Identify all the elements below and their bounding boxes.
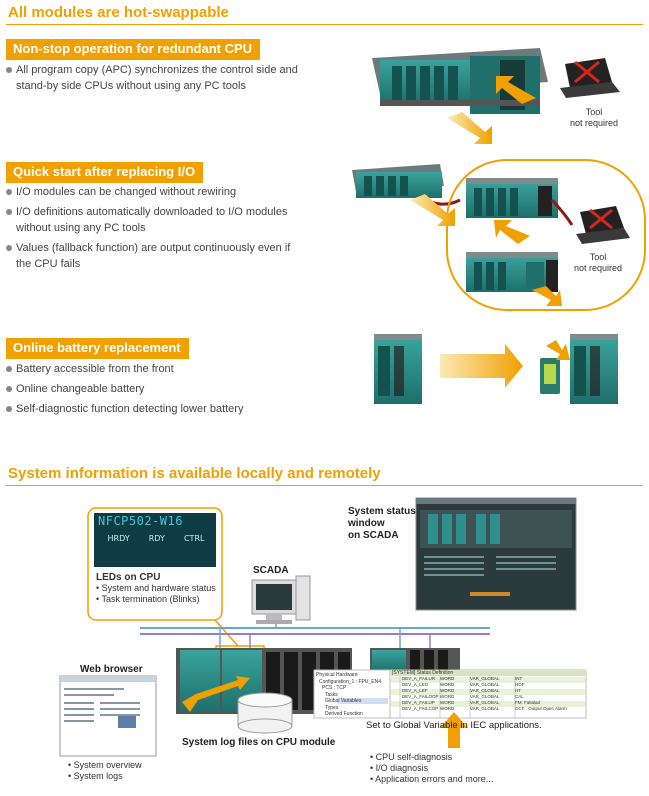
diag-item: • CPU self-diagnosis: [370, 752, 453, 762]
arrow-into-callout: [410, 194, 455, 226]
leds-item: • Task termination (Blinks): [96, 594, 200, 604]
bullet-list-non-stop: All program copy (APC) synchronizes the …: [6, 62, 306, 98]
scada-computer-icon: [251, 575, 311, 624]
web-browser-window: [59, 675, 157, 757]
leds-title: LEDs on CPU: [96, 572, 161, 583]
io-rack-upper: [466, 178, 574, 226]
diagnostics-list: • CPU self-diagnosis • I/O diagnosis • A…: [370, 752, 530, 785]
bullet-item: Values (fallback function) are output co…: [6, 240, 306, 272]
cpu-module-right: [570, 334, 618, 404]
bullet-item: All program copy (APC) synchronizes the …: [6, 62, 306, 94]
log-files-label: System log files on CPU module: [182, 737, 336, 748]
arrow-battery-up: [546, 340, 570, 360]
io-rack-lower: [466, 252, 558, 292]
arrow-battery-right: [440, 344, 523, 388]
iec-tree: Physical Hardware Configuration_1 : FPU_…: [316, 672, 388, 718]
tree-item[interactable]: PCS : TCP: [322, 685, 347, 691]
cpu-module-left: [374, 334, 422, 404]
web-browser-items: • System overview • System logs: [68, 760, 178, 782]
callout-oval: [446, 159, 646, 311]
scada-status-window: [415, 497, 577, 611]
arrow-down-callout: [532, 286, 562, 306]
tag-quick-start: Quick start after replacing I/O: [6, 162, 204, 183]
tree-item[interactable]: Derived Function: [325, 711, 363, 717]
iec-table-header: [SYSTEM] Status Definition: [392, 670, 454, 676]
laptop-crossed-icon: [560, 58, 620, 98]
web-browser-item: • System logs: [68, 771, 123, 781]
arrow-up-diagnostics: [440, 712, 468, 748]
laptop-crossed-icon-2: [576, 206, 630, 244]
bullet-item: Self-diagnostic function detecting lower…: [6, 401, 306, 417]
leds-item: • System and hardware status: [96, 583, 216, 593]
tree-item[interactable]: Physical Hardware: [316, 672, 358, 678]
section-divider-2: [6, 485, 643, 486]
battery-icon: [540, 358, 560, 394]
tree-item[interactable]: Configuration_1 : FPU_EN4: [319, 678, 381, 685]
lcd-indicator: HRDY: [107, 534, 130, 543]
log-files-disk-icon: [237, 692, 293, 734]
diag-item: • I/O diagnosis: [370, 763, 429, 773]
iec-label: Set to Global Variable in IEC applicatio…: [366, 720, 542, 731]
lcd-indicator-row: HRDY RDY CTRL: [98, 534, 214, 543]
iec-application-window: [313, 669, 587, 719]
arrow-down-right: [447, 112, 492, 144]
bullet-item: Battery accessible from the front: [6, 361, 306, 377]
lcd-model-text: NFCP502-W16: [98, 514, 183, 528]
io-rack-small: [352, 164, 461, 206]
arrow-up-callout: [494, 220, 530, 244]
web-browser-title: Web browser: [80, 664, 143, 675]
section-divider: [6, 24, 643, 25]
section-title-hot-swap: All modules are hot-swappable: [8, 4, 229, 21]
lcd-panel: [94, 513, 216, 567]
status-window-label: System status window on SCADA: [348, 506, 416, 541]
web-browser-item: • System overview: [68, 760, 142, 770]
tree-item[interactable]: Types: [325, 704, 339, 711]
arrow-up-right: [496, 76, 536, 104]
tree-item[interactable]: Tasks: [325, 691, 338, 698]
diag-item: • Application errors and more...: [370, 774, 494, 784]
bullet-list-quick-start: I/O modules can be changed without rewir…: [6, 184, 306, 276]
tag-battery-replacement: Online battery replacement: [6, 338, 189, 359]
arrow-to-browser: [182, 676, 250, 712]
bullet-item: Online changeable battery: [6, 381, 306, 397]
bullet-item: I/O definitions automatically downloaded…: [6, 204, 306, 236]
network-lines: [140, 624, 490, 650]
tag-non-stop-operation: Non-stop operation for redundant CPU: [6, 39, 261, 60]
lcd-indicator: CTRL: [183, 534, 205, 543]
scada-label: SCADA: [253, 565, 289, 576]
leds-on-cpu-block: LEDs on CPU • System and hardware status…: [96, 572, 218, 605]
bullet-list-battery: Battery accessible from the front Online…: [6, 361, 306, 421]
section-title-system-info: System information is available locally …: [8, 465, 381, 482]
lcd-indicator: RDY: [148, 534, 165, 543]
bullet-item: I/O modules can be changed without rewir…: [6, 184, 306, 200]
tree-item[interactable]: Global Variables: [325, 698, 362, 704]
